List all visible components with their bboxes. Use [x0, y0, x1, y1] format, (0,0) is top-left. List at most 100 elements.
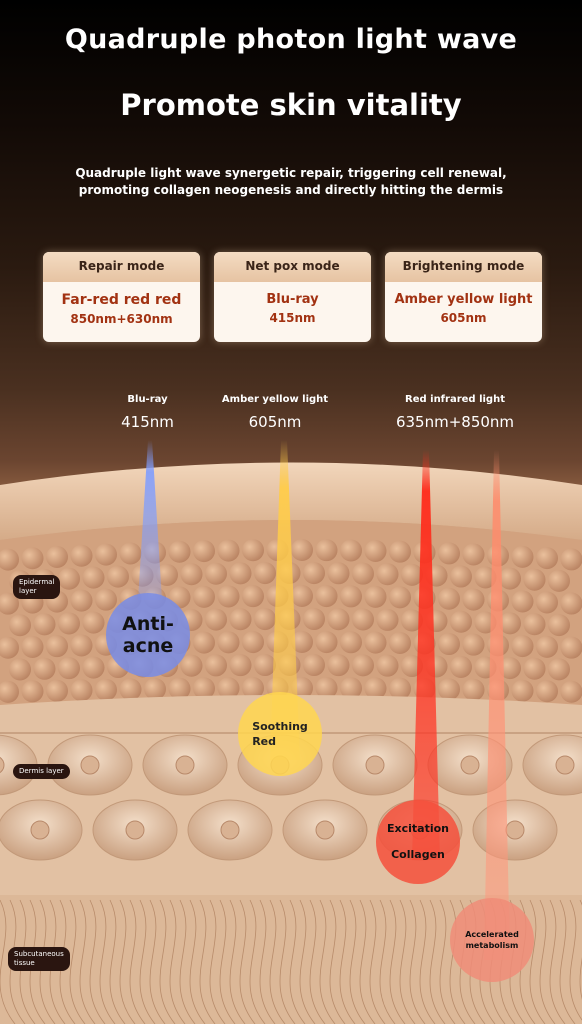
epidermal-cell	[389, 540, 411, 563]
tissue-fiber	[259, 899, 276, 1024]
epidermal-cell	[254, 562, 276, 585]
epidermal-cell	[536, 680, 558, 703]
cell-nucleus	[80, 755, 100, 775]
tissue-fiber	[299, 899, 316, 1024]
epidermal-cell	[303, 608, 325, 631]
tissue-fiber	[359, 899, 376, 1024]
epidermal-cell	[144, 678, 166, 701]
epidermal-cell	[340, 539, 362, 562]
tissue-fiber	[399, 899, 416, 1024]
tissue-fiber	[99, 899, 116, 1024]
epidermal-cell	[438, 633, 460, 656]
anti-acne-badge: Anti-acne	[106, 593, 190, 677]
epidermal-cell	[462, 678, 485, 701]
epidermal-cell	[315, 585, 338, 608]
epidermal-cell	[364, 540, 387, 563]
epidermal-cell	[511, 590, 534, 613]
mode-card-net-pox: Net pox mode Blu-ray 415nm	[214, 252, 371, 342]
epidermal-cell	[548, 614, 570, 637]
tissue-fiber	[549, 899, 566, 1024]
epidermal-cell	[168, 540, 191, 563]
epidermal-cell	[511, 635, 534, 658]
epidermal-cell	[9, 614, 31, 637]
epidermal-cell	[217, 539, 240, 562]
cell-nucleus	[125, 820, 145, 840]
epidermal-cell	[315, 539, 338, 562]
epidermal-cell	[450, 655, 472, 678]
epidermal-cell	[33, 613, 56, 636]
epidermal-cell	[560, 636, 582, 659]
epidermal-cell	[315, 631, 338, 654]
epidermal-cell	[242, 677, 264, 700]
dermis-cell	[522, 734, 582, 796]
epidermal-cell	[229, 562, 252, 585]
epidermal-cell	[82, 566, 105, 589]
tissue-fiber	[199, 899, 216, 1024]
tissue-fiber	[279, 899, 296, 1024]
tissue-fiber	[239, 899, 256, 1024]
epidermal-cell	[376, 654, 399, 677]
epidermal-cell	[21, 547, 44, 570]
epidermal-cell	[70, 634, 93, 657]
epidermal-cell	[499, 612, 521, 635]
epidermal-cell	[401, 563, 423, 586]
red-beam	[412, 450, 440, 860]
tissue-fiber	[89, 899, 106, 1024]
epidermal-cell	[536, 591, 558, 614]
epidermal-cell	[536, 635, 558, 658]
epidermal-cell	[95, 543, 117, 566]
cell-nucleus	[30, 820, 50, 840]
epidermal-cell	[291, 631, 313, 654]
epidermal-cell	[560, 592, 582, 615]
epidermal-cell	[352, 608, 374, 631]
epidermal-cell	[242, 585, 264, 608]
tissue-fiber	[169, 899, 186, 1024]
tissue-fiber	[229, 899, 246, 1024]
epidermal-cell	[21, 635, 44, 658]
cell-nucleus	[315, 820, 335, 840]
infrared-beam	[484, 450, 510, 960]
epidermal-cell	[95, 588, 117, 611]
epidermal-cell	[291, 539, 313, 562]
epidermal-cell	[242, 631, 264, 654]
epidermal-cell	[327, 654, 350, 677]
epidermal-cell	[523, 657, 546, 680]
epidermal-cell	[389, 586, 411, 609]
epidermal-cell	[168, 677, 191, 700]
epidermal-cell	[58, 612, 80, 635]
epidermal-cell	[46, 679, 68, 702]
epidermal-cell	[229, 608, 252, 631]
epidermal-cell	[205, 654, 227, 677]
tissue-fiber	[119, 899, 136, 1024]
tissue-fiber	[159, 899, 176, 1024]
epidermal-cell	[450, 610, 472, 633]
cell-nucleus	[220, 820, 240, 840]
beam-label-red-infrared: Red infrared light 635nm+850nm	[395, 394, 515, 431]
epidermal-cell	[462, 543, 485, 566]
epidermal-cell	[217, 631, 240, 654]
epidermal-cell	[180, 563, 203, 586]
tissue-fiber	[409, 899, 426, 1024]
epidermal-cell	[511, 679, 534, 702]
tissue-fiber	[189, 899, 206, 1024]
epidermal-cell	[33, 657, 56, 680]
tissue-fiber	[449, 899, 466, 1024]
epidermal-cell	[0, 592, 19, 615]
epidermal-cell	[560, 680, 582, 703]
epidermal-cell	[327, 562, 350, 585]
epidermal-cell	[389, 632, 411, 655]
tissue-fiber	[529, 899, 546, 1024]
tissue-fiber	[179, 899, 196, 1024]
tissue-fiber	[379, 899, 396, 1024]
tissue-fiber	[109, 899, 126, 1024]
epidermal-cell	[352, 654, 374, 677]
dermis-layer-tag: Dermis layer	[13, 764, 70, 779]
cell-nucleus	[505, 820, 525, 840]
cell-nucleus	[365, 755, 385, 775]
tissue-fiber	[139, 899, 156, 1024]
tissue-fiber	[79, 899, 96, 1024]
headline: Quadruple photon light wave	[64, 24, 518, 55]
epidermal-cell	[474, 566, 497, 589]
